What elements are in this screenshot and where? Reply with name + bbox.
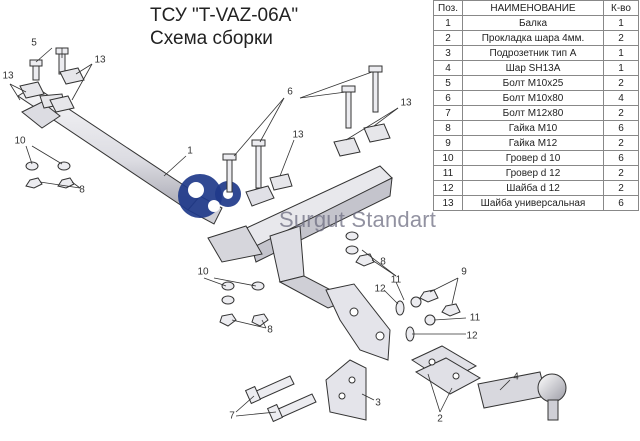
quantity-cell: 1 bbox=[603, 60, 639, 76]
leader-lines bbox=[9, 47, 511, 417]
callout-8: 8 bbox=[380, 256, 386, 268]
quantity-cell: 2 bbox=[603, 165, 639, 181]
position-cell: 12 bbox=[433, 180, 463, 196]
column-header: НАИМЕНОВАНИЕ bbox=[462, 0, 604, 16]
position-cell: 4 bbox=[433, 60, 463, 76]
callout-9: 9 bbox=[461, 266, 467, 278]
callout-11: 11 bbox=[469, 312, 481, 324]
diagram-subtitle: Схема сборки bbox=[150, 28, 273, 49]
ball-spacers bbox=[410, 345, 482, 395]
quantity-cell: 2 bbox=[603, 135, 639, 151]
callout-1: 1 bbox=[187, 145, 193, 157]
position-cell: 11 bbox=[433, 165, 463, 181]
position-cell: 9 bbox=[433, 135, 463, 151]
callout-2: 2 bbox=[437, 413, 443, 425]
quantity-cell: 1 bbox=[603, 45, 639, 61]
name-cell: Подрозетник тип А bbox=[462, 45, 604, 61]
position-cell: 1 bbox=[433, 15, 463, 31]
name-cell: Гайка М10 bbox=[462, 120, 604, 136]
callout-7: 7 bbox=[229, 410, 235, 422]
position-cell: 5 bbox=[433, 75, 463, 91]
callout-10: 10 bbox=[14, 135, 26, 147]
callout-4: 4 bbox=[513, 371, 519, 383]
name-cell: Балка bbox=[462, 15, 604, 31]
callout-12: 12 bbox=[374, 283, 386, 295]
callout-8: 8 bbox=[79, 184, 85, 196]
quantity-cell: 2 bbox=[603, 30, 639, 46]
nuts-washers-right bbox=[345, 231, 461, 342]
name-cell: Болт М12х80 bbox=[462, 105, 604, 121]
position-cell: 3 bbox=[433, 45, 463, 61]
callout-3: 3 bbox=[375, 397, 381, 409]
callout-10: 10 bbox=[197, 266, 209, 278]
quantity-cell: 6 bbox=[603, 195, 639, 211]
name-cell: Гайка М12 bbox=[462, 135, 604, 151]
universal-washers bbox=[19, 67, 391, 191]
quantity-cell: 6 bbox=[603, 150, 639, 166]
position-cell: 7 bbox=[433, 105, 463, 121]
name-cell: Гровер d 10 bbox=[462, 150, 604, 166]
name-cell: Болт М10х25 bbox=[462, 75, 604, 91]
name-cell: Прокладка шара 4мм. bbox=[462, 30, 604, 46]
callout-13: 13 bbox=[2, 70, 14, 82]
name-cell: Болт М10х80 bbox=[462, 90, 604, 106]
position-cell: 13 bbox=[433, 195, 463, 211]
quantity-cell: 2 bbox=[603, 105, 639, 121]
quantity-cell: 4 bbox=[603, 90, 639, 106]
quantity-cell: 6 bbox=[603, 120, 639, 136]
callout-13: 13 bbox=[94, 54, 106, 66]
callout-5: 5 bbox=[31, 37, 37, 49]
name-cell: Шайба универсальная bbox=[462, 195, 604, 211]
nuts-washers-lower-left bbox=[219, 281, 269, 327]
table-header-row: Поз. НАИМЕНОВАНИЕ К-во bbox=[433, 0, 639, 16]
quantity-cell: 1 bbox=[603, 15, 639, 31]
callout-13: 13 bbox=[400, 97, 412, 109]
name-cell: Гровер d 12 bbox=[462, 165, 604, 181]
position-cell: 8 bbox=[433, 120, 463, 136]
column-header: Поз. bbox=[433, 0, 463, 16]
position-cell: 2 bbox=[433, 30, 463, 46]
bolts-m10x80 bbox=[222, 65, 383, 193]
callout-8: 8 bbox=[267, 324, 273, 336]
callout-12: 12 bbox=[466, 330, 478, 342]
socket-bracket bbox=[325, 359, 367, 421]
column-header: К-во bbox=[603, 0, 639, 16]
name-cell: Шар SH13A bbox=[462, 60, 604, 76]
diagram-title: ТСУ "T-VAZ-06A" bbox=[150, 5, 299, 26]
watermark: Surgut Standart bbox=[279, 207, 437, 232]
position-cell: 6 bbox=[433, 90, 463, 106]
nuts-washers-upper-left bbox=[25, 161, 75, 189]
name-cell: Шайба d 12 bbox=[462, 180, 604, 196]
bolts-m12x80 bbox=[244, 375, 317, 423]
tow-ball bbox=[477, 371, 567, 421]
quantity-cell: 2 bbox=[603, 75, 639, 91]
quantity-cell: 2 bbox=[603, 180, 639, 196]
position-cell: 10 bbox=[433, 150, 463, 166]
bracket-part bbox=[207, 165, 393, 361]
callout-6: 6 bbox=[287, 86, 293, 98]
logo-gears-icon bbox=[178, 174, 241, 218]
callout-11: 11 bbox=[390, 274, 402, 286]
callout-13: 13 bbox=[292, 129, 304, 141]
